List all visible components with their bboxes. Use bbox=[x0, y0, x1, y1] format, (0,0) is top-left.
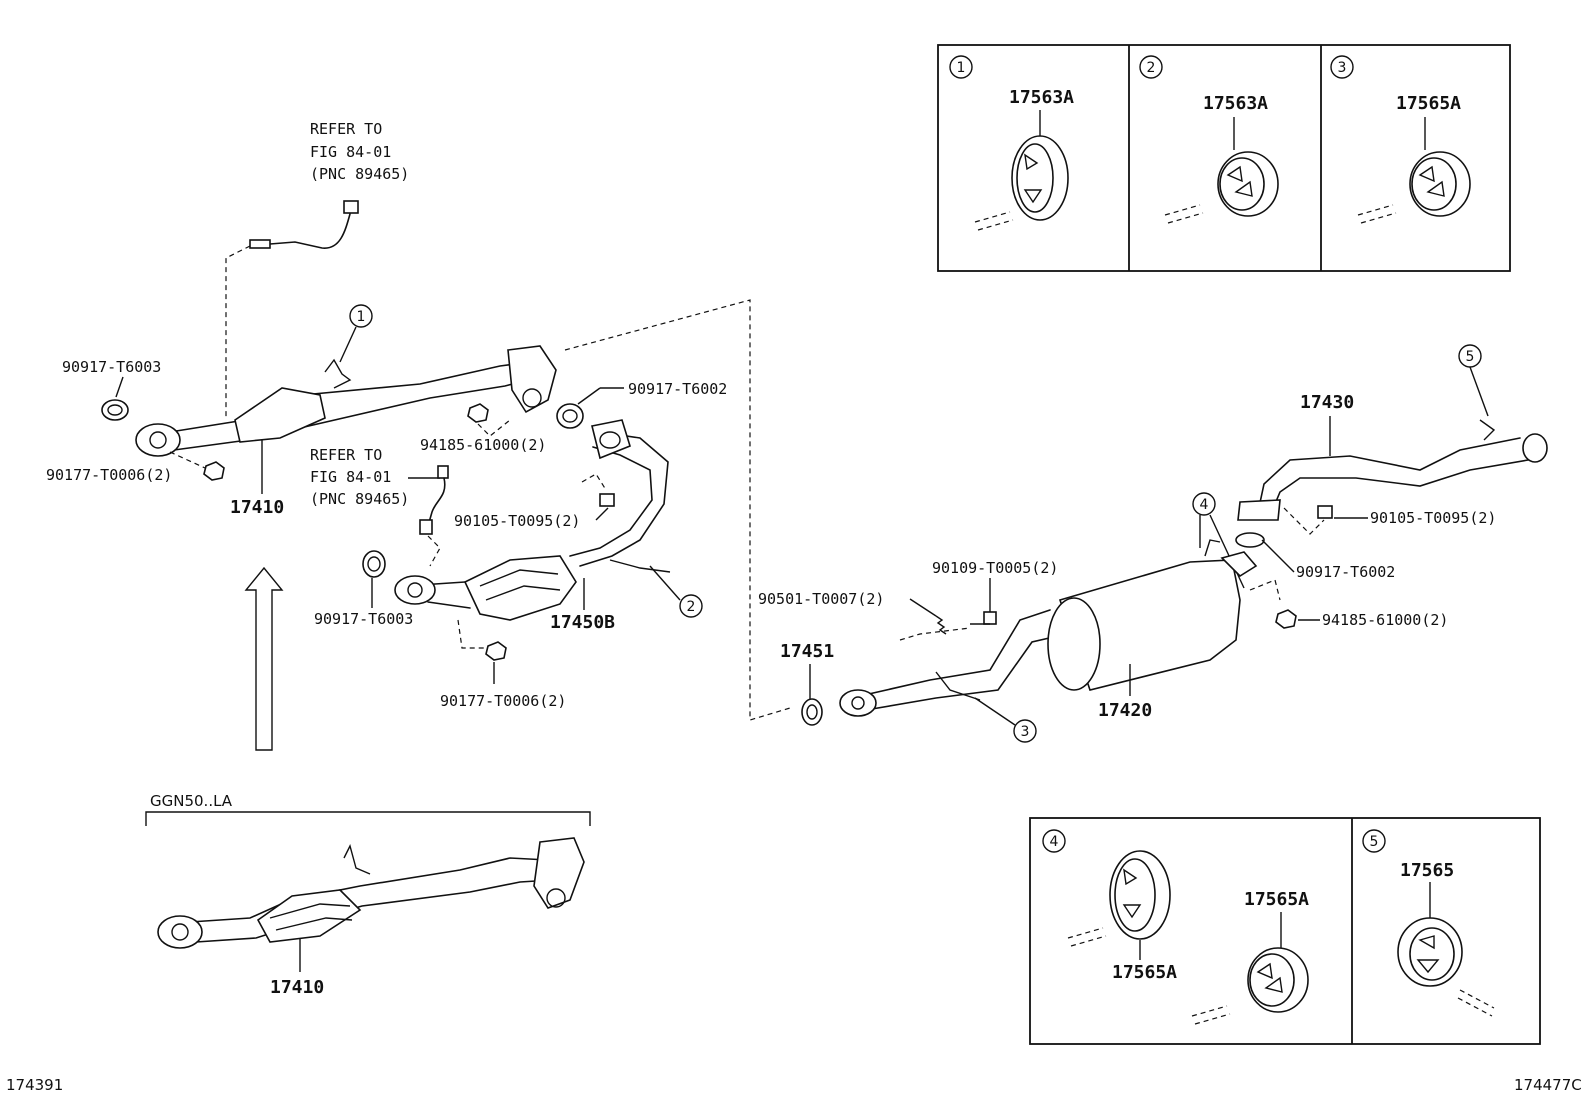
footer-left-code: 174391 bbox=[6, 1076, 63, 1094]
detail-box-2-part: 17563A bbox=[1203, 93, 1268, 114]
callout-4: 4 bbox=[1200, 497, 1209, 513]
detail-box-1-part: 17563A bbox=[1009, 87, 1074, 108]
label-17450B: 17450B bbox=[550, 612, 615, 633]
hanger-rubber-icon bbox=[1397, 917, 1463, 987]
label-94185-61000-a: 94185-61000(2) bbox=[420, 436, 546, 454]
front-exhaust-assembly: REFER TO FIG 84-01 (PNC 89465) 1 90917-T… bbox=[46, 120, 791, 721]
detail-box-4-part-a: 17565A bbox=[1112, 962, 1177, 983]
label-90105-T0095-a: 90105-T0095(2) bbox=[454, 512, 580, 530]
callout-3: 3 bbox=[1021, 724, 1030, 740]
label-17430: 17430 bbox=[1300, 392, 1354, 413]
rear-exhaust-assembly: 17451 90501-T0007(2) 90109-T0005(2) 3 bbox=[758, 344, 1548, 743]
refer-to-2-line-2: FIG 84-01 bbox=[310, 468, 391, 486]
nut-icon bbox=[203, 461, 225, 481]
label-90917-T6002-a: 90917-T6002 bbox=[628, 380, 727, 398]
refer-to-1-line-1: REFER TO bbox=[310, 120, 382, 138]
detail-box-3-number: 3 bbox=[1338, 60, 1347, 76]
nut-icon bbox=[467, 403, 489, 423]
converter-assembly-17450B: REFER TO FIG 84-01 (PNC 89465) 2 bbox=[310, 419, 703, 710]
hanger-rubber-icon bbox=[1011, 135, 1069, 221]
hanger-rubber-icon bbox=[1217, 151, 1279, 217]
callout-2: 2 bbox=[687, 599, 696, 615]
front-pipe-17410 bbox=[135, 345, 557, 457]
detail-boxes-top: 1 17563A 2 17563A 3 17565A bbox=[937, 44, 1511, 272]
gasket-icon bbox=[362, 550, 386, 578]
label-17410-main: 17410 bbox=[230, 497, 284, 518]
label-90917-T6003-b: 90917-T6003 bbox=[314, 610, 413, 628]
label-17420: 17420 bbox=[1098, 700, 1152, 721]
detail-box-4-part-b: 17565A bbox=[1244, 889, 1309, 910]
label-90177-T0006-a: 90177-T0006(2) bbox=[46, 466, 172, 484]
label-90105-T0095-b: 90105-T0095(2) bbox=[1370, 509, 1496, 527]
detail-box-4-number: 4 bbox=[1050, 834, 1059, 850]
label-94185-61000-b: 94185-61000(2) bbox=[1322, 611, 1448, 629]
label-90917-T6002-b: 90917-T6002 bbox=[1296, 563, 1395, 581]
gasket-icon bbox=[101, 399, 129, 421]
detail-box-1-number: 1 bbox=[957, 60, 966, 76]
gasket-icon bbox=[801, 698, 823, 726]
hanger-rubber-icon bbox=[1109, 850, 1171, 940]
up-arrow-icon bbox=[244, 566, 284, 751]
detail-box-3-part: 17565A bbox=[1396, 93, 1461, 114]
spring-icon bbox=[935, 615, 947, 635]
callout-1: 1 bbox=[357, 309, 366, 325]
refer-to-1-line-3: (PNC 89465) bbox=[310, 165, 409, 183]
gasket-icon bbox=[1235, 532, 1265, 548]
label-90109-T0005: 90109-T0005(2) bbox=[932, 559, 1058, 577]
nut-icon bbox=[1275, 609, 1297, 629]
gasket-icon bbox=[556, 403, 584, 429]
bolt-icon bbox=[1317, 505, 1333, 519]
label-17451: 17451 bbox=[780, 641, 834, 662]
refer-to-1-line-2: FIG 84-01 bbox=[310, 143, 391, 161]
label-17410-variant: 17410 bbox=[270, 977, 324, 998]
nut-icon bbox=[485, 641, 507, 661]
oxygen-sensor-icon bbox=[249, 200, 359, 249]
muffler-17420 bbox=[1047, 539, 1241, 691]
detail-boxes-bottom: 4 17565A 17565A 5 17565 bbox=[1029, 817, 1541, 1045]
refer-to-2-line-1: REFER TO bbox=[310, 446, 382, 464]
label-90177-T0006-b: 90177-T0006(2) bbox=[440, 692, 566, 710]
detail-box-2-number: 2 bbox=[1147, 60, 1156, 76]
footer-right-code: 174477C bbox=[1514, 1076, 1582, 1094]
bolt-icon bbox=[970, 611, 997, 625]
hanger-rubber-icon bbox=[1247, 947, 1309, 1013]
callout-5: 5 bbox=[1466, 349, 1475, 365]
variant-ggn50-assembly: GGN50..LA 17410 bbox=[145, 792, 591, 998]
label-90501-T0007: 90501-T0007(2) bbox=[758, 590, 884, 608]
bolt-icon bbox=[599, 493, 615, 507]
refer-to-2-line-3: (PNC 89465) bbox=[310, 490, 409, 508]
oxygen-sensor-icon bbox=[419, 465, 449, 535]
detail-box-5-part: 17565 bbox=[1400, 860, 1454, 881]
hanger-rubber-icon bbox=[1409, 151, 1471, 217]
detail-box-5-number: 5 bbox=[1370, 834, 1379, 850]
tail-pipe-17430 bbox=[1237, 419, 1548, 521]
label-ggn50: GGN50..LA bbox=[150, 792, 233, 810]
label-90917-T6003-a: 90917-T6003 bbox=[62, 358, 161, 376]
